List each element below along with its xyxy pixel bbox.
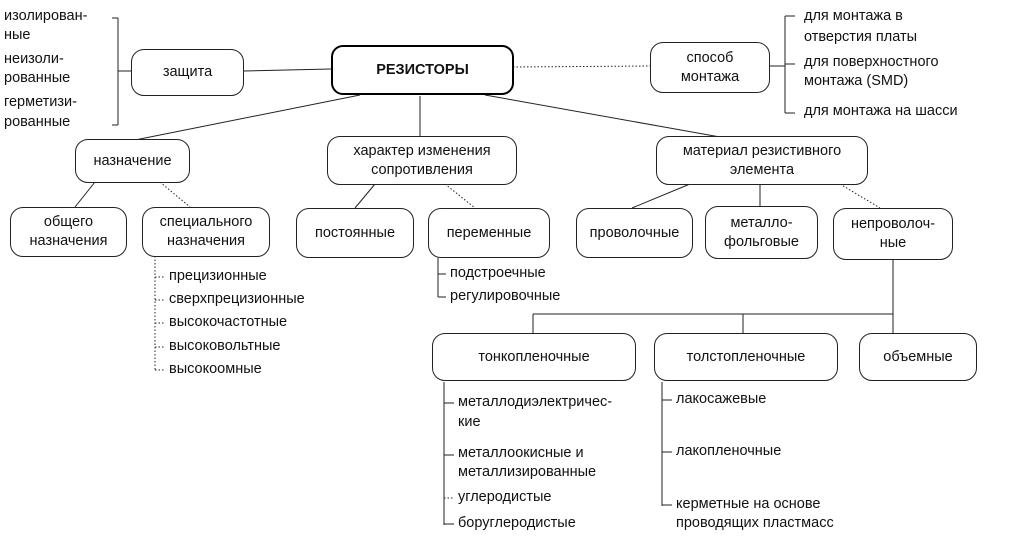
special-item-2: высокочастотные xyxy=(169,314,288,330)
special-item-4: высокоомные xyxy=(169,361,262,377)
purpose-special-line2: назначения xyxy=(167,233,245,249)
protection-node: защита xyxy=(131,49,244,96)
mounting-item-0: для монтажа в xyxy=(804,8,903,24)
material-nonwire-node: непроволоч- ные xyxy=(833,208,953,260)
character-node: характер изменения сопротивления xyxy=(327,136,517,185)
purpose-general-line1: общего xyxy=(43,214,94,230)
thick-item-3: проводящих пластмасс xyxy=(676,515,834,531)
root-label: РЕЗИСТОРЫ xyxy=(376,61,469,78)
special-item-0: прецизионные xyxy=(169,268,267,284)
thin-item-5: боруглеродистые xyxy=(458,515,576,531)
mounting-item-4: для монтажа на шасси xyxy=(804,103,958,119)
character-label-line2: сопротивления xyxy=(371,161,473,178)
purpose-special-line1: специального xyxy=(159,214,253,230)
thin-item-0: металлодиэлектричес- xyxy=(458,394,613,410)
purpose-general-node: общего назначения xyxy=(10,207,127,257)
purpose-special-node: специального назначения xyxy=(142,207,270,257)
protection-item-2: неизоли- xyxy=(4,51,64,67)
material-foil-line1: металло- xyxy=(730,214,793,231)
thin-film-label: тонкопленочные xyxy=(478,348,590,365)
special-item-1: сверхпрецизионные xyxy=(169,291,305,307)
protection-item-3: рованные xyxy=(4,70,71,86)
protection-item-5: рованные xyxy=(4,114,71,130)
thin-item-1: кие xyxy=(458,414,481,430)
thick-item-2: керметные на основе xyxy=(676,496,821,512)
mounting-item-3: монтажа (SMD) xyxy=(804,73,909,89)
character-constant-label: постоянные xyxy=(314,224,396,241)
bulk-label: объемные xyxy=(883,348,953,365)
character-constant-node: постоянные xyxy=(296,208,414,258)
root-node: РЕЗИСТОРЫ xyxy=(331,45,514,95)
thick-item-0: лакосажевые xyxy=(676,391,767,407)
thick-film-label: толстопленочные xyxy=(686,348,806,365)
material-nonwire-line2: ные xyxy=(879,235,907,251)
thin-item-2: металлоокисные и xyxy=(458,445,584,461)
variable-item-1: регулировочные xyxy=(450,288,561,304)
material-node: материал резистивного элемента xyxy=(656,136,868,185)
material-label-line2: элемента xyxy=(729,161,795,178)
material-nonwire-line1: непроволоч- xyxy=(850,216,936,232)
protection-item-0: изолирован- xyxy=(4,8,88,24)
thin-item-3: металлизированные xyxy=(458,464,597,480)
mounting-label-line1: способ xyxy=(686,49,734,66)
thick-film-node: толстопленочные xyxy=(654,333,838,381)
thin-film-node: тонкопленочные xyxy=(432,333,636,381)
protection-label: защита xyxy=(162,64,213,80)
material-label-line1: материал резистивного xyxy=(682,142,842,159)
purpose-label: назначение xyxy=(93,152,172,169)
bulk-node: объемные xyxy=(859,333,977,381)
purpose-general-line2: назначения xyxy=(29,233,108,249)
purpose-node: назначение xyxy=(75,139,190,183)
variable-item-0: подстроечные xyxy=(450,265,546,281)
mounting-label-line2: монтажа xyxy=(680,68,740,85)
special-item-3: высоковольтные xyxy=(169,338,281,354)
material-wire-node: проволочные xyxy=(576,208,693,258)
character-variable-node: переменные xyxy=(428,208,550,258)
material-foil-node: металло- фольговые xyxy=(705,206,818,259)
thick-item-1: лакопленочные xyxy=(676,443,782,459)
mounting-node: способ монтажа xyxy=(650,42,770,93)
character-label-line1: характер изменения xyxy=(353,142,491,159)
mounting-item-2: для поверхностного xyxy=(804,54,939,70)
character-variable-label: переменные xyxy=(446,224,532,241)
material-foil-line2: фольговые xyxy=(724,233,799,250)
protection-item-4: герметизи- xyxy=(4,94,77,110)
thin-item-4: углеродистые xyxy=(458,489,552,505)
material-wire-label: проволочные xyxy=(589,224,680,241)
mounting-item-1: отверстия платы xyxy=(804,29,918,45)
protection-item-1: ные xyxy=(4,27,31,43)
